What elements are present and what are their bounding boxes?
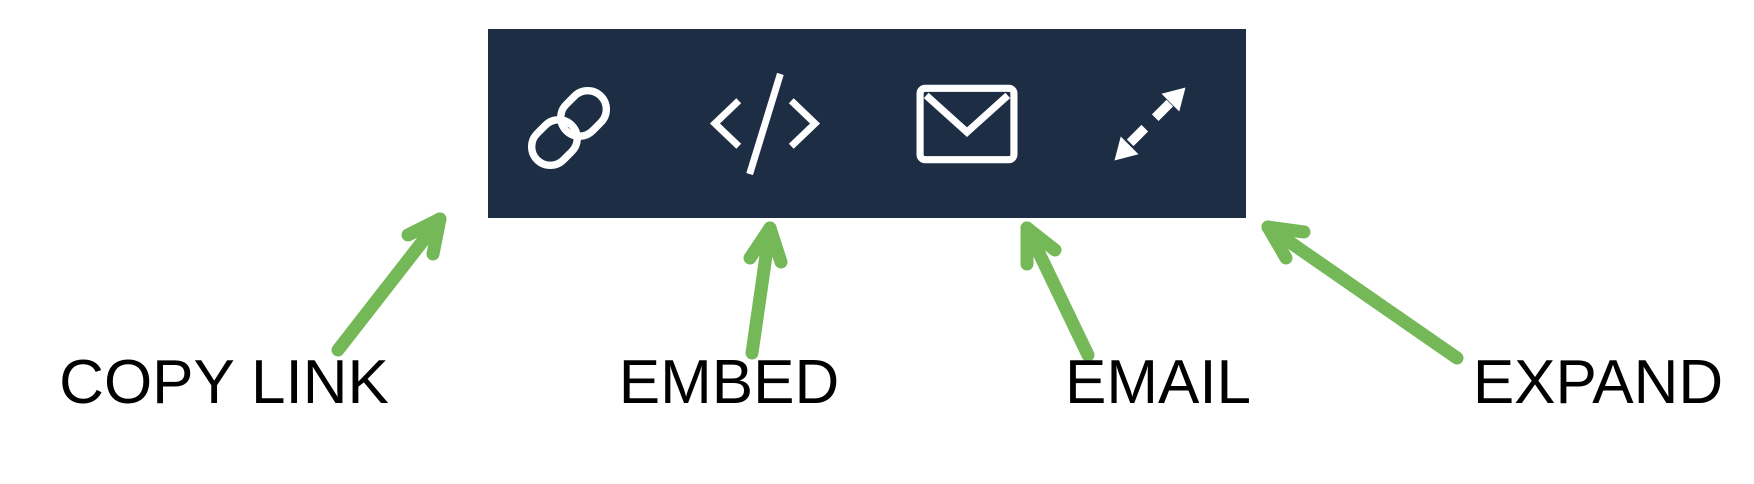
copy-link-button[interactable] [520,76,618,180]
code-icon [708,71,822,177]
expand-label: EXPAND [1472,348,1724,417]
copy-link-label: COPY LINK [59,348,389,417]
expand-button[interactable] [1103,78,1197,170]
embed-arrow [743,221,788,360]
email-arrow [1020,221,1095,362]
link-icon [520,76,618,180]
copy-link-arrow [331,212,447,357]
envelope-icon [916,83,1018,165]
embed-button[interactable] [708,71,822,177]
embed-label: EMBED [618,348,840,417]
share-toolbar [488,29,1246,218]
email-button[interactable] [916,83,1018,165]
expand-icon [1103,78,1197,170]
expand-arrow [1261,220,1464,365]
email-label: EMAIL [1064,348,1252,417]
